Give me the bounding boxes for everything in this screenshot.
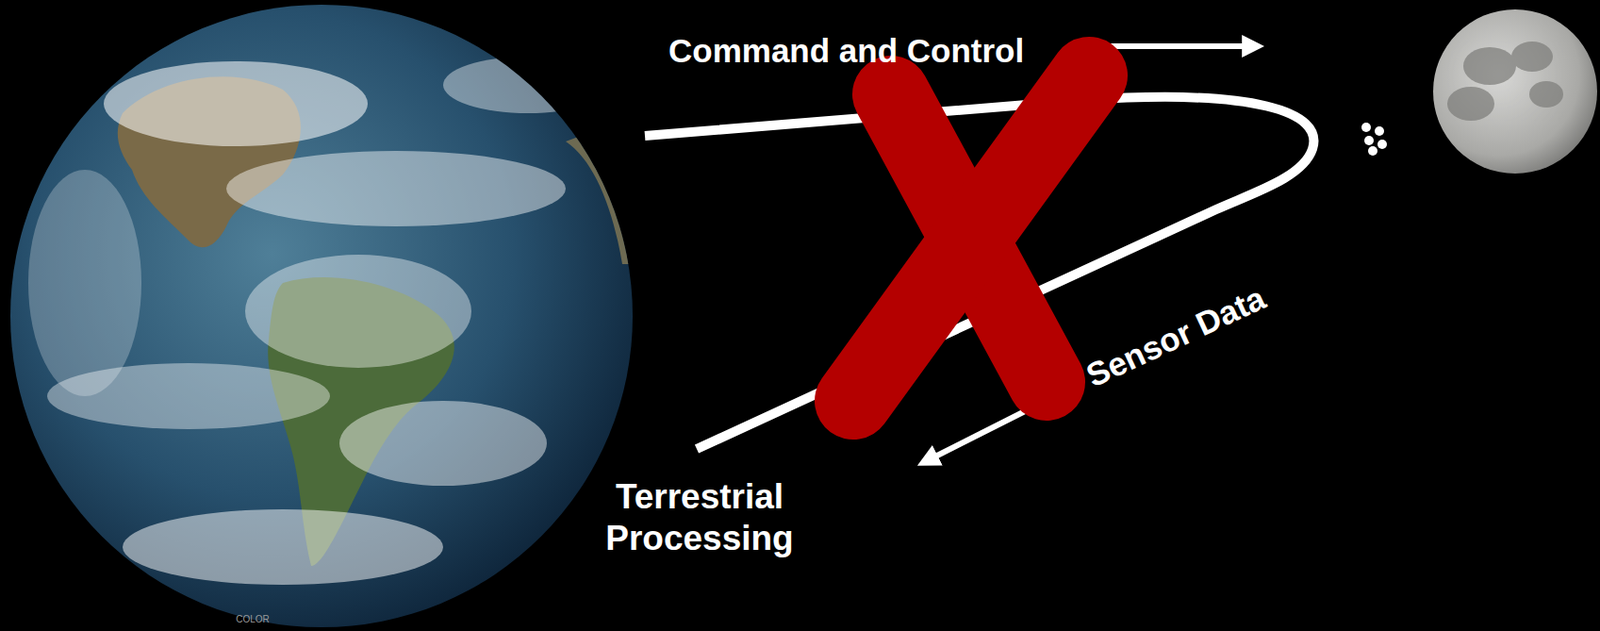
processing-label: Terrestrial Processing [595, 476, 804, 561]
cloud [339, 400, 547, 486]
cross-bar [853, 75, 1089, 401]
sensor-arrow [933, 408, 1031, 458]
mare [1447, 86, 1495, 121]
dot [1364, 135, 1374, 146]
cloud [122, 509, 444, 585]
dot [1377, 139, 1387, 149]
spacecraft-dots [1361, 122, 1387, 156]
arrow-label: Command and Control [668, 31, 1024, 71]
cloud [103, 61, 368, 147]
cloud [226, 150, 566, 227]
cloud [443, 56, 613, 114]
cloud [28, 169, 142, 396]
mare [1511, 41, 1553, 72]
moon-maria [1447, 41, 1564, 121]
watermark: COLOR [235, 613, 270, 626]
dot [1374, 126, 1385, 136]
moon [1433, 9, 1598, 174]
mare [1529, 81, 1564, 108]
earth [10, 4, 642, 627]
dot [1361, 122, 1371, 132]
dot [1368, 146, 1378, 156]
earth-globe [10, 4, 633, 627]
moon-disc [1433, 9, 1598, 174]
red-cross [853, 75, 1089, 401]
mare [1463, 47, 1517, 85]
earth-surface [28, 56, 642, 585]
command-arrow [1096, 43, 1247, 50]
arrow-label: Sensor Data [1080, 278, 1272, 396]
cloud [245, 254, 472, 368]
africa-edge [565, 113, 642, 264]
